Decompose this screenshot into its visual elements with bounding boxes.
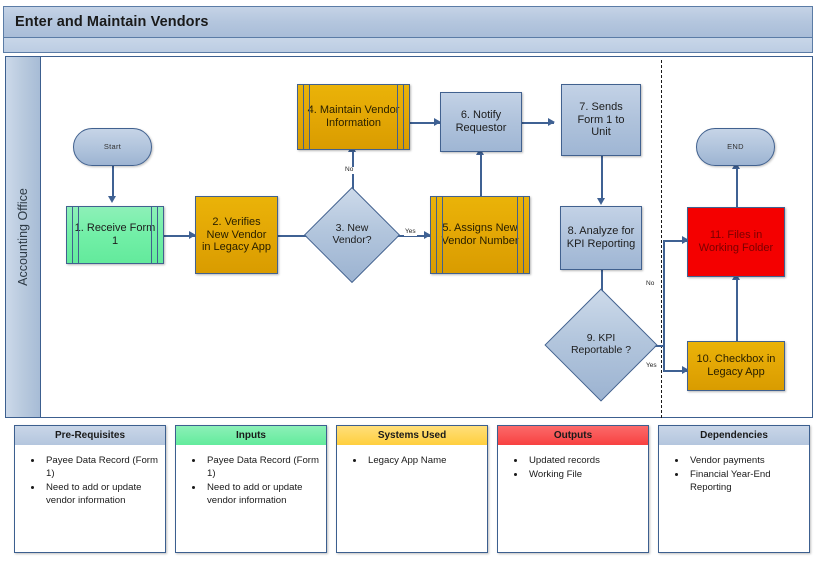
arrowhead-n9-yes-to-n10: [682, 366, 689, 374]
connector-n3-yes-to-n5: [390, 235, 430, 237]
connector-n1-to-n2: [164, 235, 195, 237]
page-title: Enter and Maintain Vendors: [15, 14, 209, 30]
node-7-sends-form-1-to-unit[interactable]: 7. Sends Form 1 to Unit: [561, 84, 641, 156]
list-item: Financial Year-End Reporting: [687, 469, 803, 495]
arrowhead-n7-to-n8: [597, 198, 605, 205]
connector-n4-to-n6: [410, 122, 440, 124]
node-3-new-vendor-decision[interactable]: 3. New Vendor?: [303, 186, 401, 284]
diagram-title-bar: Enter and Maintain Vendors: [3, 6, 813, 38]
node-9-kpi-reportable-decision[interactable]: 9. KPI Reportable ?: [544, 288, 658, 402]
connector-n7-to-n8: [601, 156, 603, 200]
list-item: Payee Data Record (Form 1): [43, 455, 159, 481]
node-9-label: 9. KPI Reportable ?: [570, 332, 632, 356]
node-5-label: 5. Assigns New Vendor Number: [441, 222, 519, 247]
swimlane-header-accounting-office: Accounting Office: [5, 56, 41, 418]
node-6-label: 6. Notify Requestor: [455, 109, 507, 134]
node-1-label: 1. Receive Form 1: [74, 222, 156, 247]
node-2-label: 2. Verifies New Vendor in Legacy App: [201, 215, 272, 254]
legend-panel-inputs[interactable]: Inputs Payee Data Record (Form 1) Need t…: [175, 425, 327, 553]
phase-divider-dashed-line: [661, 60, 662, 418]
node-4-label: 4. Maintain Vendor Information: [307, 104, 400, 129]
legend-title-systems-used: Systems Used: [337, 426, 487, 446]
list-item: Working File: [526, 469, 642, 482]
arrowhead-n3-yes-to-n5: [424, 231, 431, 239]
terminator-start-label: Start: [103, 141, 122, 151]
connector-n5-to-n6: [480, 152, 482, 196]
legend-title-outputs: Outputs: [498, 426, 648, 446]
edge-label-n9-yes: Yes: [645, 362, 658, 370]
arrowhead-start-to-n1: [108, 196, 116, 203]
terminator-end-label: END: [727, 141, 744, 151]
edge-label-n3-no: No: [344, 166, 355, 174]
node-7-label: 7. Sends Form 1 to Unit: [577, 100, 625, 139]
connector-n10-to-n11: [736, 277, 738, 341]
legend-title-pre-requisites: Pre-Requisites: [15, 426, 165, 446]
node-5-assigns-new-vendor-number[interactable]: 5. Assigns New Vendor Number: [430, 196, 530, 274]
arrowhead-n1-to-n2: [189, 231, 196, 239]
edge-label-n3-yes: Yes: [404, 228, 417, 236]
terminator-start[interactable]: Start: [73, 128, 152, 166]
node-3-label: 3. New Vendor?: [332, 222, 372, 246]
list-item: Vendor payments: [687, 455, 803, 468]
legend-panel-dependencies[interactable]: Dependencies Vendor payments Financial Y…: [658, 425, 810, 553]
arrowhead-n9-no-to-n11: [682, 236, 689, 244]
connector-n9-no-to-n11: [663, 240, 687, 242]
node-10-label: 10. Checkbox in Legacy App: [696, 353, 776, 378]
connector-n2-to-n3: [278, 235, 316, 237]
connector-n11-to-end: [736, 166, 738, 207]
node-8-analyze-for-kpi-reporting[interactable]: 8. Analyze for KPI Reporting: [560, 206, 642, 270]
legend-title-inputs: Inputs: [176, 426, 326, 446]
connector-n9-trunk: [663, 240, 665, 371]
connector-n6-to-n7: [522, 122, 554, 124]
node-4-maintain-vendor-information[interactable]: 4. Maintain Vendor Information: [297, 84, 410, 150]
list-item: Need to add or update vendor information: [43, 482, 159, 508]
legend-list-inputs: Payee Data Record (Form 1) Need to add o…: [182, 455, 320, 508]
node-2-verifies-new-vendor[interactable]: 2. Verifies New Vendor in Legacy App: [195, 196, 278, 274]
arrowhead-n6-to-n7: [548, 118, 555, 126]
edge-label-n9-no: No: [645, 280, 656, 288]
arrowhead-n4-to-n6: [434, 118, 441, 126]
swimlane-label: Accounting Office: [16, 188, 30, 286]
list-item: Need to add or update vendor information: [204, 482, 320, 508]
node-10-checkbox-in-legacy-app[interactable]: 10. Checkbox in Legacy App: [687, 341, 785, 391]
list-item: Payee Data Record (Form 1): [204, 455, 320, 481]
list-item: Updated records: [526, 455, 642, 468]
node-11-files-in-working-folder[interactable]: 11. Files in Working Folder: [687, 207, 785, 277]
legend-list-outputs: Updated records Working File: [504, 455, 642, 482]
node-8-label: 8. Analyze for KPI Reporting: [566, 225, 636, 250]
legend-title-dependencies: Dependencies: [659, 426, 809, 446]
node-1-receive-form-1[interactable]: 1. Receive Form 1: [66, 206, 164, 264]
legend-panel-systems-used[interactable]: Systems Used Legacy App Name: [336, 425, 488, 553]
legend-list-systems-used: Legacy App Name: [343, 455, 481, 468]
legend-panel-pre-requisites[interactable]: Pre-Requisites Payee Data Record (Form 1…: [14, 425, 166, 553]
connector-n9-yes-to-n10: [663, 370, 687, 372]
connector-start-to-n1: [112, 166, 114, 198]
legend-panel-outputs[interactable]: Outputs Updated records Working File: [497, 425, 649, 553]
node-11-label: 11. Files in Working Folder: [698, 229, 774, 254]
legend-list-dependencies: Vendor payments Financial Year-End Repor…: [665, 455, 803, 495]
legend-list-pre-requisites: Payee Data Record (Form 1) Need to add o…: [21, 455, 159, 508]
legend-row: Pre-Requisites Payee Data Record (Form 1…: [3, 425, 821, 563]
title-sub-bar: [3, 38, 813, 53]
terminator-end[interactable]: END: [696, 128, 775, 166]
node-6-notify-requestor[interactable]: 6. Notify Requestor: [440, 92, 522, 152]
list-item: Legacy App Name: [365, 455, 481, 468]
connector-n8-to-n9: [601, 270, 603, 298]
